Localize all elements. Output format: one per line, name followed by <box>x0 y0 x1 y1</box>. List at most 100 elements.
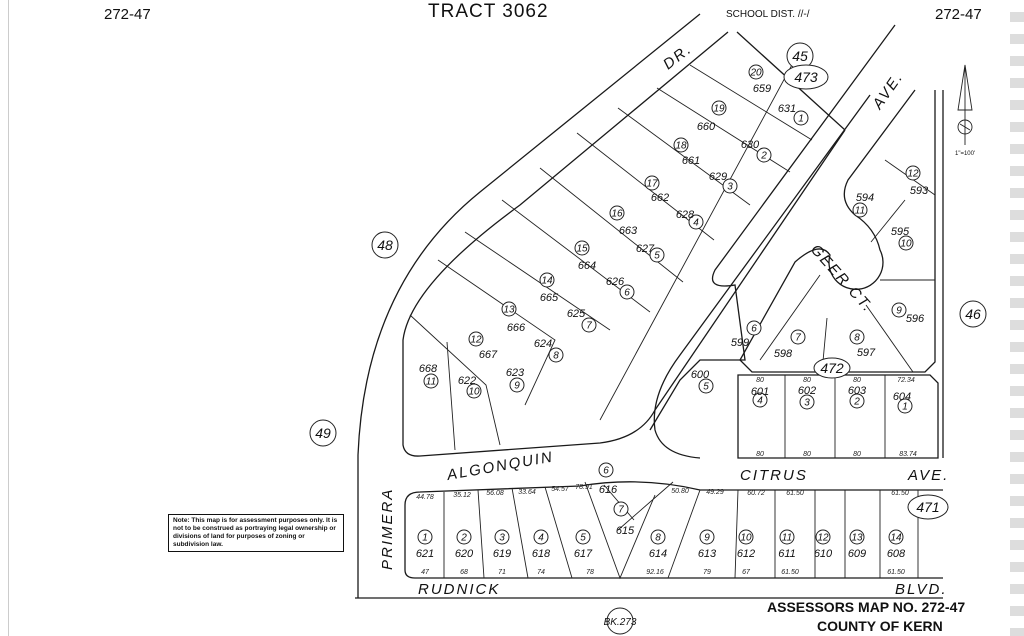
lot-number: 4 <box>538 533 544 544</box>
lot-number-circle <box>456 529 472 545</box>
parcel-number: 622 <box>458 375 476 387</box>
citrus-north-edge-471 <box>404 481 943 506</box>
lot-number: 2 <box>853 397 860 408</box>
lot-number: 20 <box>749 68 762 79</box>
lot-number-circle <box>790 329 806 345</box>
lot-number: 11 <box>426 377 436 388</box>
dimension-label: 54.57 <box>551 486 570 493</box>
page-reference-number: 49 <box>315 425 331 441</box>
lot-number-circle <box>738 529 754 545</box>
lot-number: 6 <box>624 288 630 299</box>
dimension-label: 33.64 <box>518 489 536 496</box>
parcel-number: 667 <box>479 349 498 361</box>
lot-number-circle <box>466 383 482 399</box>
parcel-number: 618 <box>532 548 551 560</box>
page-reference[interactable]: 472 <box>813 357 851 379</box>
parcel-number: 660 <box>697 121 716 133</box>
parcel-number: 602 <box>798 385 816 397</box>
lot-number-circle <box>898 235 914 251</box>
lot-number: 14 <box>890 533 902 544</box>
lot-number: 11 <box>782 533 792 544</box>
lot-number: 12 <box>817 533 829 544</box>
lot-number-circle <box>598 462 614 478</box>
dimension-label: 92.16 <box>646 569 664 576</box>
lot-number-circle <box>644 175 660 191</box>
dimension-label: 78.91 <box>575 484 593 491</box>
lot-number: 15 <box>576 244 588 255</box>
lot-number: 18 <box>675 141 687 152</box>
page-reference[interactable]: 471 <box>907 494 949 520</box>
parcel-number: 604 <box>893 391 911 403</box>
dimension-label: 61.50 <box>891 490 909 497</box>
page-reference-number: 48 <box>377 237 393 253</box>
parcel-number: 663 <box>619 225 638 237</box>
page-reference[interactable]: 49 <box>309 419 337 447</box>
dimension-label: 80 <box>803 451 811 458</box>
lot-number: 17 <box>646 179 658 190</box>
dimension-label: 61.50 <box>786 490 804 497</box>
page-reference[interactable]: 48 <box>371 231 399 259</box>
scan-edge <box>8 0 9 636</box>
lot-number-circle <box>468 331 484 347</box>
street-label-dr: DR. <box>660 40 696 73</box>
page-reference[interactable]: 473 <box>783 64 829 90</box>
block-471-lot-lines <box>443 481 919 580</box>
street-label-citrus: CITRUS <box>740 467 808 484</box>
lot-number-circle <box>417 529 433 545</box>
lot-number: 2 <box>760 151 767 162</box>
lot-number-circle <box>756 147 772 163</box>
page-reference-oval <box>309 419 337 447</box>
north-arrow-icon <box>957 64 973 145</box>
lot-number: 9 <box>896 306 902 317</box>
lot-number: 9 <box>514 381 520 392</box>
page-reference[interactable]: 46 <box>959 300 987 328</box>
block-473-edge <box>402 31 729 457</box>
